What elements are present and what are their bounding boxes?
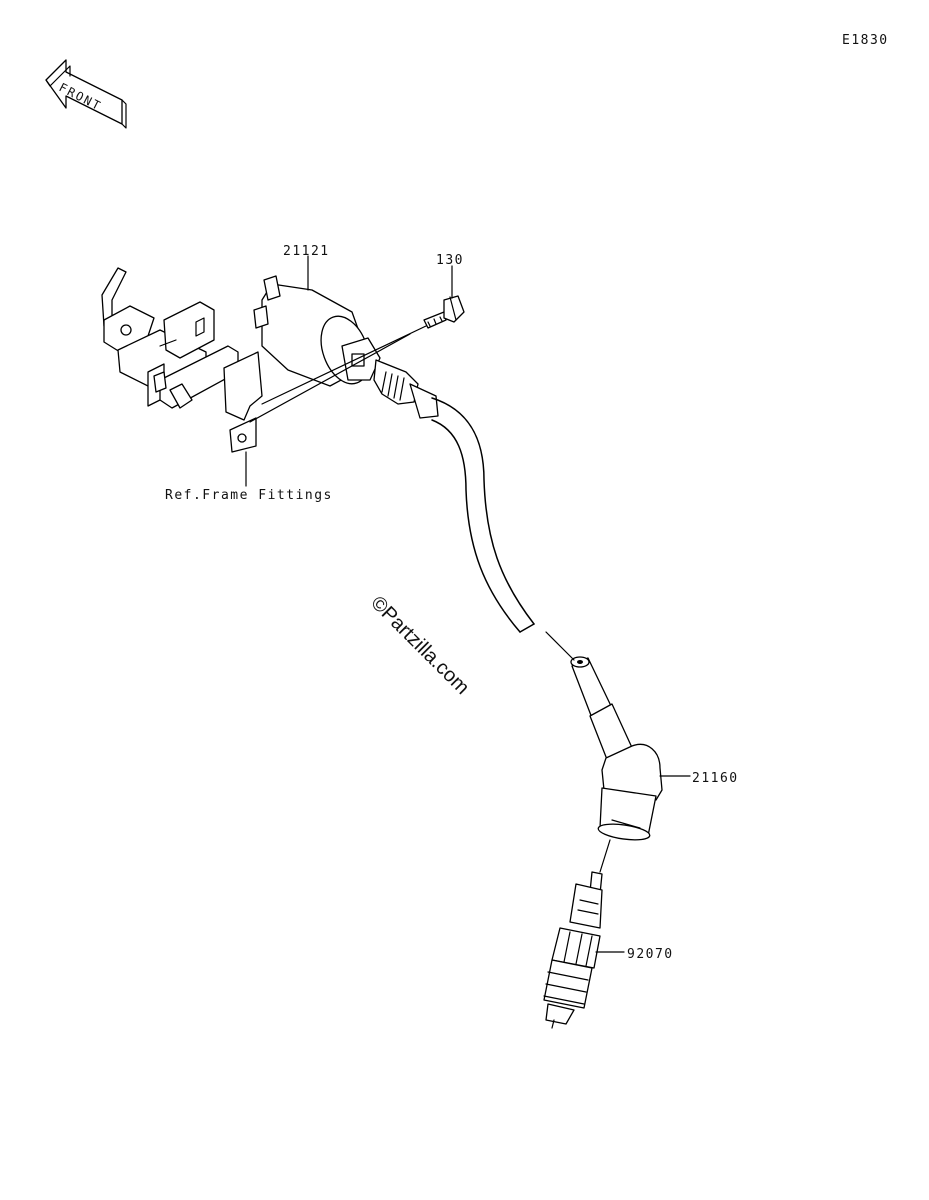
part-number-21121: 21121 xyxy=(283,244,330,259)
ignition-cable xyxy=(431,397,535,633)
diagram-code: E1830 xyxy=(842,33,889,48)
watermark: ©Partzilla.com xyxy=(366,592,473,699)
spark-plug-cap xyxy=(570,656,663,841)
part-number-21160: 21160 xyxy=(692,771,739,786)
frame-bracket xyxy=(101,267,263,453)
leader-lines xyxy=(245,255,691,953)
ignition-coil xyxy=(253,275,439,419)
bolt xyxy=(423,295,465,329)
front-arrow-icon: FRONT xyxy=(45,59,127,129)
part-number-92070: 92070 xyxy=(627,947,674,962)
reference-note: Ref.Frame Fittings xyxy=(165,488,333,503)
part-number-130: 130 xyxy=(436,253,464,268)
spark-plug xyxy=(543,871,603,1029)
